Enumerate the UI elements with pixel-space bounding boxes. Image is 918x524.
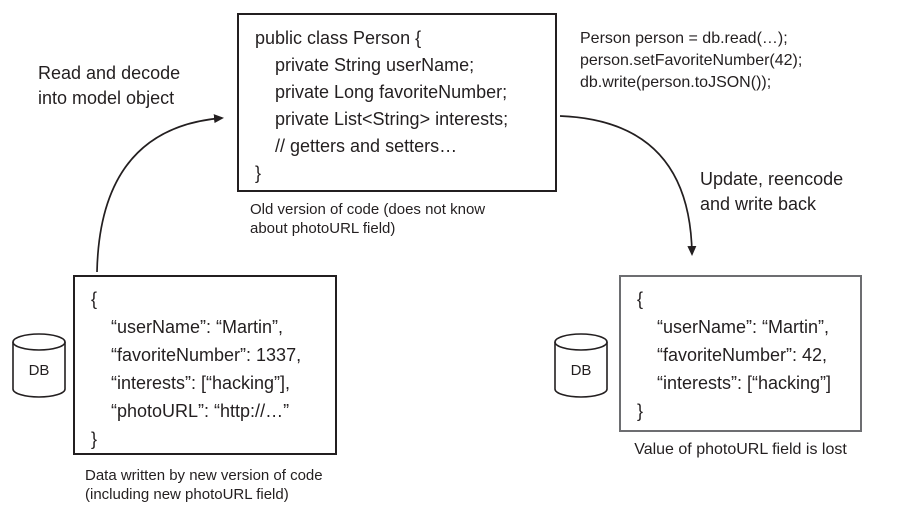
- database-icon-top: [554, 333, 608, 351]
- snippet-line: db.write(person.toJSON());: [580, 74, 772, 91]
- code-line: // getters and setters…: [275, 136, 458, 156]
- database-icon: [12, 342, 66, 398]
- caption-line: about photoURL field): [250, 220, 396, 237]
- person-class-box: public class Person { private String use…: [237, 13, 557, 192]
- lost-data-json-box: { “userName”: “Martin”, “favoriteNumber”…: [619, 275, 862, 432]
- label-line: into model object: [38, 88, 175, 108]
- label-line: and write back: [700, 194, 817, 214]
- snippet-line: Person person = db.read(…);: [580, 30, 788, 47]
- code-line: private List<String> interests;: [275, 109, 509, 129]
- caption-line: (including new photoURL field): [85, 486, 289, 503]
- label-line: Update, reencode: [700, 169, 844, 189]
- json-line: “userName”: “Martin”,: [657, 317, 830, 337]
- code-line: public class Person {: [255, 28, 422, 48]
- database-icon-top: [12, 333, 66, 351]
- json-line: }: [637, 401, 644, 421]
- new-data-caption: Data written by new version of code (inc…: [85, 466, 323, 504]
- read-decode-label: Read and decode into model object: [38, 61, 180, 111]
- write-arrow-icon: [559, 115, 697, 256]
- caption-line: Old version of code (does not know: [250, 201, 486, 218]
- json-line: {: [637, 289, 644, 309]
- code-line: private String userName;: [275, 55, 475, 75]
- database-icon: [554, 342, 608, 398]
- snippet-line: person.setFavoriteNumber(42);: [580, 52, 803, 69]
- json-line: “userName”: “Martin”,: [111, 317, 284, 337]
- update-writeback-label: Update, reencode and write back: [700, 167, 843, 217]
- code-line: }: [255, 163, 262, 183]
- db-label: DB: [571, 362, 592, 379]
- new-data-json-box: { “userName”: “Martin”, “favoriteNumber”…: [73, 275, 337, 455]
- db-cylinder-left: DB: [12, 333, 66, 398]
- read-arrow-icon: [96, 114, 224, 273]
- json-line: “interests”: [“hacking”],: [111, 373, 291, 393]
- label-line: Read and decode: [38, 63, 181, 83]
- class-box-caption: Old version of code (does not know about…: [250, 200, 485, 238]
- db-label: DB: [29, 362, 50, 379]
- caption-line: Data written by new version of code: [85, 467, 323, 484]
- code-line: private Long favoriteNumber;: [275, 82, 508, 102]
- json-line: }: [91, 429, 98, 449]
- db-cylinder-right: DB: [554, 333, 608, 398]
- lost-data-caption: Value of photoURL field is lost: [615, 440, 866, 459]
- json-line: “favoriteNumber”: 1337,: [111, 345, 302, 365]
- caption-line: Value of photoURL field is lost: [634, 441, 847, 458]
- update-code-snippet: Person person = db.read(…); person.setFa…: [580, 28, 802, 94]
- json-line: “interests”: [“hacking”]: [657, 373, 832, 393]
- json-line: {: [91, 289, 98, 309]
- json-line: “favoriteNumber”: 42,: [657, 345, 828, 365]
- json-line: “photoURL”: “http://…”: [111, 401, 290, 421]
